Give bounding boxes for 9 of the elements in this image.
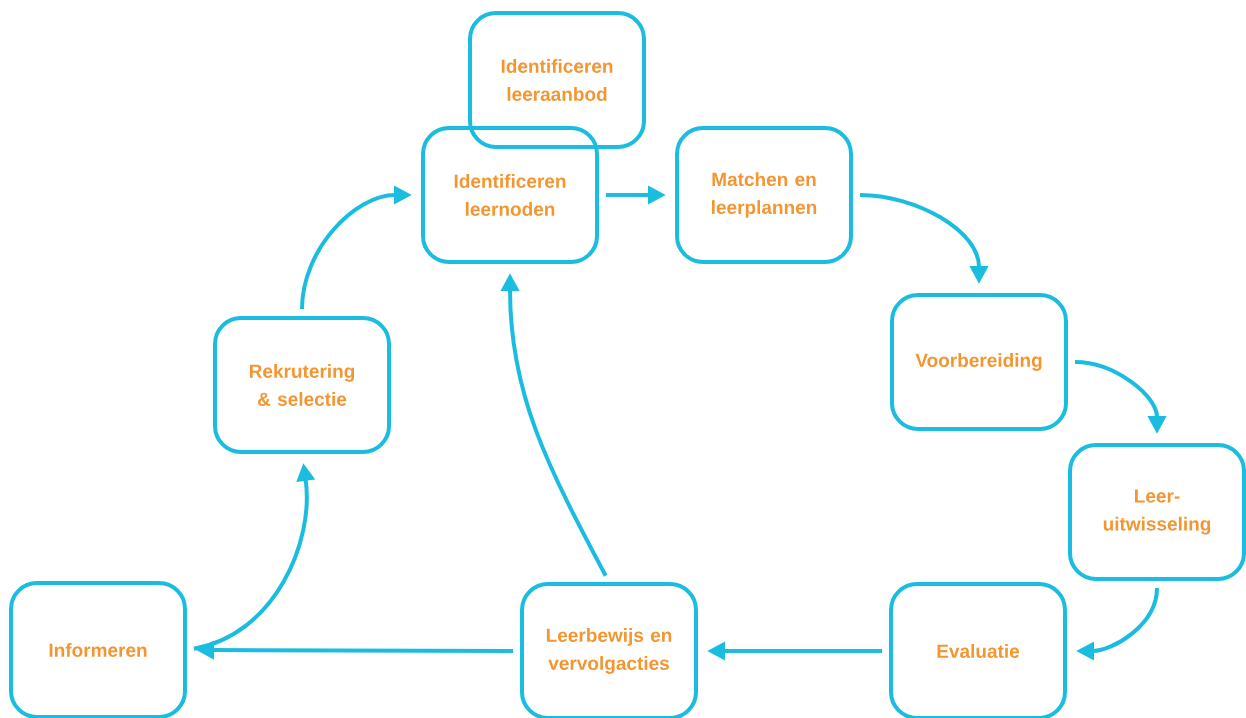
process-box: Leerbewijs en vervolgacties: [520, 582, 698, 718]
process-box: Informeren: [9, 581, 187, 718]
process-box: Identificeren leeraanbod: [468, 11, 646, 149]
process-box: Matchen en leerplannen: [675, 126, 853, 264]
process-box: Identificeren leernoden: [421, 126, 599, 264]
process-box: Leer- uitwisseling: [1068, 443, 1246, 581]
process-box: Evaluatie: [889, 582, 1067, 718]
process-box: Voorbereiding: [890, 293, 1068, 431]
process-box: Rekrutering & selectie: [213, 316, 391, 454]
